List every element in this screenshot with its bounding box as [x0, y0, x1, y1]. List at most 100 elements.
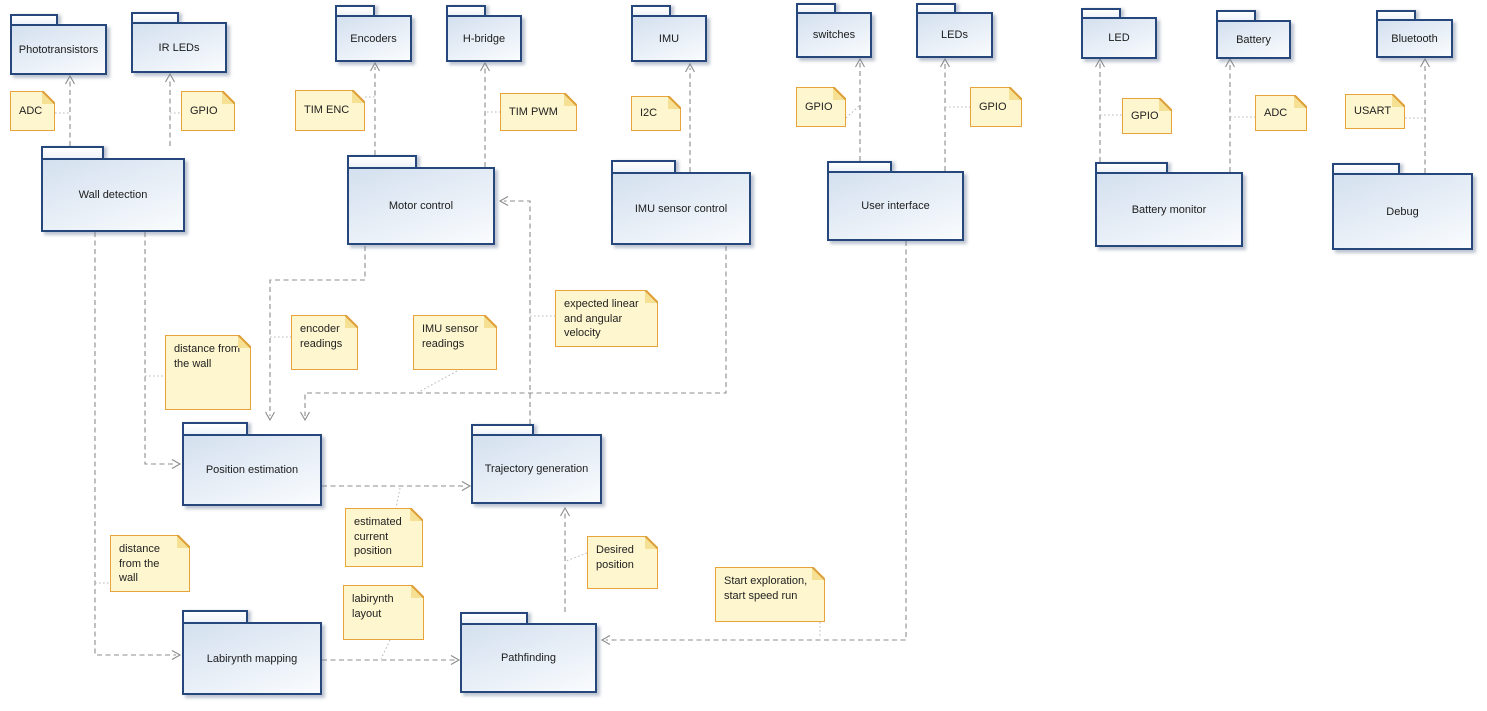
package-tab — [446, 5, 486, 15]
package-tab — [827, 161, 892, 171]
package-label: Wall detection — [78, 189, 148, 201]
note-distance-from-wall-mapping[interactable]: distance from the wall — [110, 535, 190, 592]
note-distance-from-wall-position[interactable]: distance from the wall — [165, 335, 251, 410]
note-gpio-switches[interactable]: GPIO — [796, 87, 846, 127]
package-tab — [1332, 163, 1400, 173]
package-label: LEDs — [941, 29, 968, 41]
note-i2c[interactable]: I2C — [631, 96, 681, 131]
package-tab — [1095, 162, 1168, 172]
note-usart[interactable]: USART — [1345, 94, 1405, 129]
package-label: IR LEDs — [158, 41, 200, 54]
package-user-interface[interactable]: User interface — [827, 161, 964, 241]
note-desired-position[interactable]: Desired position — [587, 536, 658, 589]
note-text: distance from the wall — [174, 343, 241, 370]
package-label: Encoders — [350, 32, 397, 45]
package-tab — [131, 12, 179, 22]
note-text: distance from the wall — [119, 543, 160, 585]
package-label: Battery — [1236, 33, 1271, 46]
package-tab — [347, 155, 417, 167]
package-label: Bluetooth — [1391, 32, 1438, 45]
note-tim-pwm[interactable]: TIM PWM — [500, 93, 577, 131]
package-switches[interactable]: switches — [796, 3, 872, 58]
note-expected-velocity[interactable]: expected linear and angular velocity — [555, 290, 658, 347]
note-text: labirynth layout — [352, 593, 394, 620]
note-encoder-readings[interactable]: encoder readings — [291, 315, 358, 370]
package-h-bridge[interactable]: H-bridge — [446, 5, 522, 62]
package-label: switches — [812, 29, 856, 41]
package-labirynth-mapping[interactable]: Labirynth mapping — [182, 610, 322, 695]
package-label: User interface — [861, 200, 930, 212]
package-tab — [460, 612, 528, 623]
note-text: GPIO — [979, 100, 1007, 113]
note-start-exploration[interactable]: Start exploration, start speed run — [715, 567, 825, 622]
package-battery[interactable]: Battery — [1216, 10, 1291, 59]
package-label: Pathfinding — [500, 652, 557, 664]
note-text: IMU sensor readings — [422, 323, 479, 350]
note-text: GPIO — [805, 100, 833, 113]
package-leds[interactable]: LEDs — [916, 3, 993, 58]
dependency-arrows — [65, 57, 1430, 665]
note-gpio-leds[interactable]: GPIO — [970, 87, 1022, 127]
note-adc-battery[interactable]: ADC — [1255, 95, 1307, 131]
package-label: LED — [1108, 32, 1130, 44]
note-text: Start exploration, start speed run — [724, 575, 808, 602]
note-text: TIM ENC — [304, 104, 350, 117]
note-gpio-ir-leds[interactable]: GPIO — [181, 91, 235, 131]
package-tab — [796, 3, 836, 12]
note-text: Desired position — [596, 544, 634, 571]
package-position-estimation[interactable]: Position estimation — [182, 422, 322, 506]
package-label: Phototransistors — [18, 43, 99, 56]
note-anchors — [55, 96, 1425, 660]
package-tab — [182, 610, 248, 622]
package-debug[interactable]: Debug — [1332, 163, 1473, 250]
note-gpio-led[interactable]: GPIO — [1122, 98, 1172, 134]
package-tab — [182, 422, 248, 434]
note-imu-sensor-readings[interactable]: IMU sensor readings — [413, 315, 497, 370]
package-label: Battery monitor — [1131, 203, 1207, 216]
package-phototransistors[interactable]: Phototransistors — [10, 14, 107, 75]
package-tab — [471, 424, 534, 434]
package-ir-leds[interactable]: IR LEDs — [131, 12, 227, 73]
note-text: estimated current position — [354, 516, 402, 558]
note-text: I2C — [640, 107, 658, 120]
package-label: H-bridge — [462, 32, 506, 45]
package-pathfinding[interactable]: Pathfinding — [460, 612, 597, 693]
note-adc-phototransistors[interactable]: ADC — [10, 91, 55, 131]
package-label: IMU sensor control — [634, 202, 728, 215]
package-label: Debug — [1386, 205, 1419, 218]
package-label: Labirynth mapping — [206, 652, 298, 665]
package-motor-control[interactable]: Motor control — [347, 155, 495, 245]
package-tab — [1081, 8, 1121, 17]
package-encoders[interactable]: Encoders — [335, 5, 412, 62]
note-estimated-current-position[interactable]: estimated current position — [345, 508, 423, 567]
package-tab — [41, 146, 104, 158]
package-trajectory-generation[interactable]: Trajectory generation — [471, 424, 602, 504]
package-tab — [1216, 10, 1256, 20]
note-text: ADC — [19, 104, 43, 117]
package-led[interactable]: LED — [1081, 8, 1157, 59]
package-tab — [631, 5, 671, 15]
package-tab — [1376, 10, 1416, 19]
package-bluetooth[interactable]: Bluetooth — [1376, 10, 1453, 58]
package-tab — [335, 5, 375, 15]
package-label: Trajectory generation — [484, 463, 589, 475]
note-text: TIM PWM — [509, 105, 558, 118]
note-text: ADC — [1264, 106, 1288, 119]
package-label: IMU — [658, 32, 680, 45]
package-battery-monitor[interactable]: Battery monitor — [1095, 162, 1243, 247]
note-text: encoder readings — [300, 323, 343, 350]
package-label: Motor control — [388, 200, 454, 212]
package-wall-detection[interactable]: Wall detection — [41, 146, 185, 232]
package-imu-sensor-control[interactable]: IMU sensor control — [611, 160, 751, 245]
package-tab — [611, 160, 676, 172]
note-text: expected linear and angular velocity — [564, 298, 639, 340]
package-tab — [916, 3, 956, 12]
note-tim-enc[interactable]: TIM ENC — [295, 90, 365, 131]
package-tab — [10, 14, 58, 24]
note-text: GPIO — [1131, 109, 1159, 122]
note-text: GPIO — [190, 104, 218, 117]
package-imu[interactable]: IMU — [631, 5, 707, 62]
note-labirynth-layout[interactable]: labirynth layout — [343, 585, 424, 640]
